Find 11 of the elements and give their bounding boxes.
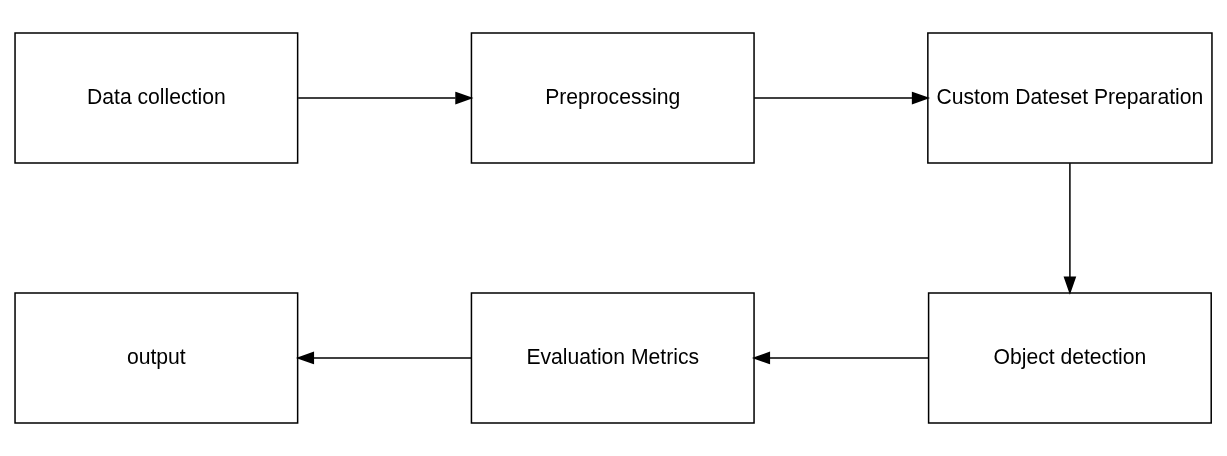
arrow	[751, 351, 930, 365]
arrow	[753, 91, 930, 105]
node-box: Preprocessing	[470, 32, 755, 164]
arrow	[295, 351, 472, 365]
arrow	[297, 91, 474, 105]
node-box: Object detection	[927, 292, 1212, 424]
node-box: output	[14, 292, 299, 424]
node-box: Data collection	[14, 32, 299, 164]
node-box: Custom Dateset Preparation	[927, 32, 1213, 164]
node-box: Evaluation Metrics	[470, 292, 755, 424]
arrow	[1063, 162, 1077, 295]
